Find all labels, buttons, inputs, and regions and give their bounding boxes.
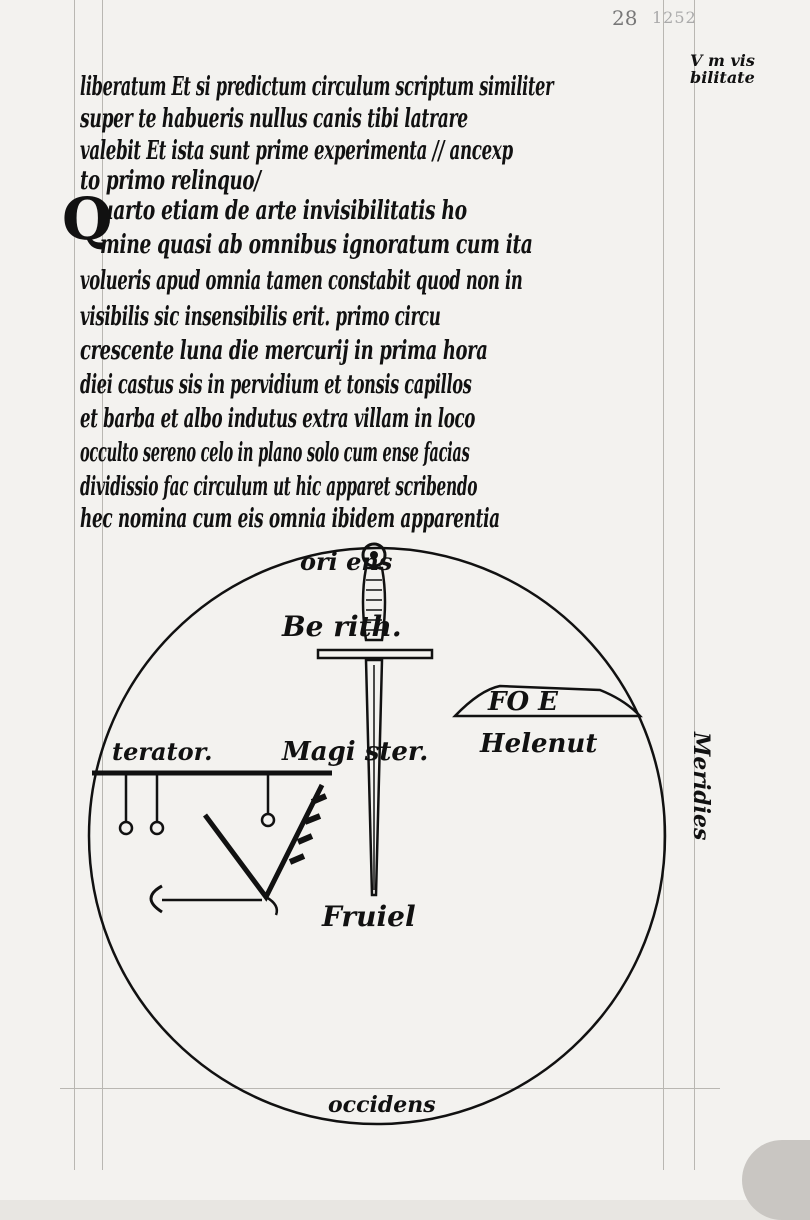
margin-note: V m vis bilitate bbox=[690, 52, 755, 86]
sigil-icon bbox=[452, 684, 643, 718]
label-name-right: Helenut bbox=[479, 729, 597, 759]
label-top-orient: ori ens bbox=[300, 547, 393, 576]
label-bottom-name: Fruiel bbox=[321, 900, 416, 933]
text-line-8: visibilis sic insensibilis erit. primo c… bbox=[80, 302, 441, 332]
label-name-top: Be rith. bbox=[281, 610, 402, 643]
decorated-initial: Q bbox=[62, 185, 113, 253]
label-west: terator. bbox=[112, 737, 212, 766]
character-sigil-icon bbox=[92, 770, 332, 916]
label-west-bottom: occidens bbox=[328, 1092, 436, 1118]
thumb-shadow bbox=[742, 1140, 810, 1220]
sigil-text: FO E bbox=[487, 687, 559, 717]
margin-note-line-1: V m vis bbox=[690, 51, 755, 70]
folio-stamp: 1252 bbox=[652, 8, 697, 27]
ruling-left-inner bbox=[102, 0, 103, 1170]
text-line-5: uarto etiam de arte invisibilitatis ho bbox=[100, 196, 467, 226]
text-line-6: mine quasi ab omnibus ignoratum cum ita bbox=[100, 230, 533, 260]
label-center: Magi ster. bbox=[281, 737, 428, 767]
text-line-1: liberatum Et si predictum circulum scrip… bbox=[80, 72, 554, 102]
text-line-4: to primo relinquo/ bbox=[80, 166, 261, 196]
text-line-11: et barba et albo indutus extra villam in… bbox=[80, 404, 476, 434]
text-line-3: valebit Et ista sunt prime experimenta /… bbox=[80, 136, 513, 166]
text-line-9: crescente luna die mercurij in prima hor… bbox=[80, 336, 488, 366]
ruling-right-inner bbox=[663, 0, 664, 1170]
margin-note-line-2: bilitate bbox=[690, 68, 755, 87]
text-line-14: hec nomina cum eis omnia ibidem apparent… bbox=[80, 504, 500, 534]
ruling-left-outer bbox=[74, 0, 75, 1170]
ruling-bottom bbox=[60, 1088, 720, 1089]
text-line-2: super te habueris nullus canis tibi latr… bbox=[80, 104, 468, 134]
label-east: Meridies bbox=[688, 731, 714, 840]
text-line-10: diei castus sis in pervidium et tonsis c… bbox=[80, 370, 472, 400]
folio-number: 28 bbox=[612, 6, 638, 30]
text-line-12: occulto sereno celo in plano solo cum en… bbox=[80, 438, 470, 468]
magic-circle bbox=[87, 546, 667, 1126]
dagger-icon bbox=[316, 542, 434, 897]
text-line-13: dividissio fac circulum ut hic apparet s… bbox=[80, 472, 478, 502]
ruling-right-outer bbox=[694, 0, 695, 1170]
text-line-7: volueris apud omnia tamen constabit quod… bbox=[80, 266, 523, 296]
